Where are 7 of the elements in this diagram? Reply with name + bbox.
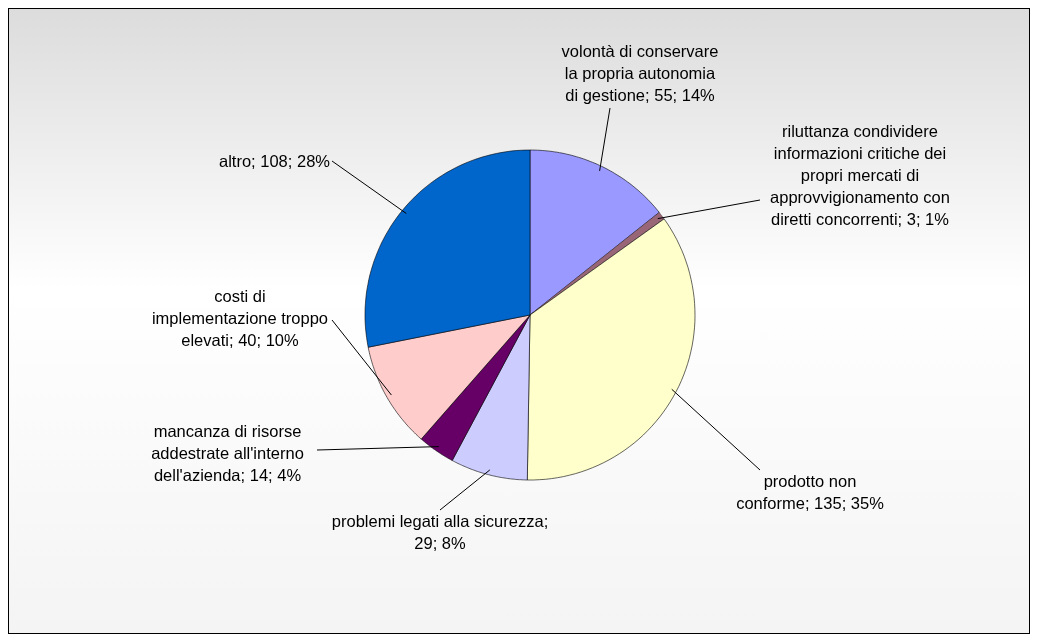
data-label: mancanza di risorse addestrate all'interno dell'azienda; 14; 4%	[150, 421, 305, 486]
data-label: problemi legati alla sicurezza; 29; 8%	[330, 511, 550, 554]
data-label: volontà di conservare la propria autonomia di gestione; 55; 14%	[560, 41, 720, 106]
data-label: prodotto non conforme; 135; 35%	[735, 471, 885, 514]
data-label: altro; 108; 28%	[218, 151, 330, 172]
data-label: costi di implementazione troppo elevati; 40; 10%	[150, 286, 330, 351]
data-label: riluttanza condividere informazioni critiche dei propri mercati di approvvigionamento con diretti concorrenti; 3; 1%	[769, 121, 951, 230]
